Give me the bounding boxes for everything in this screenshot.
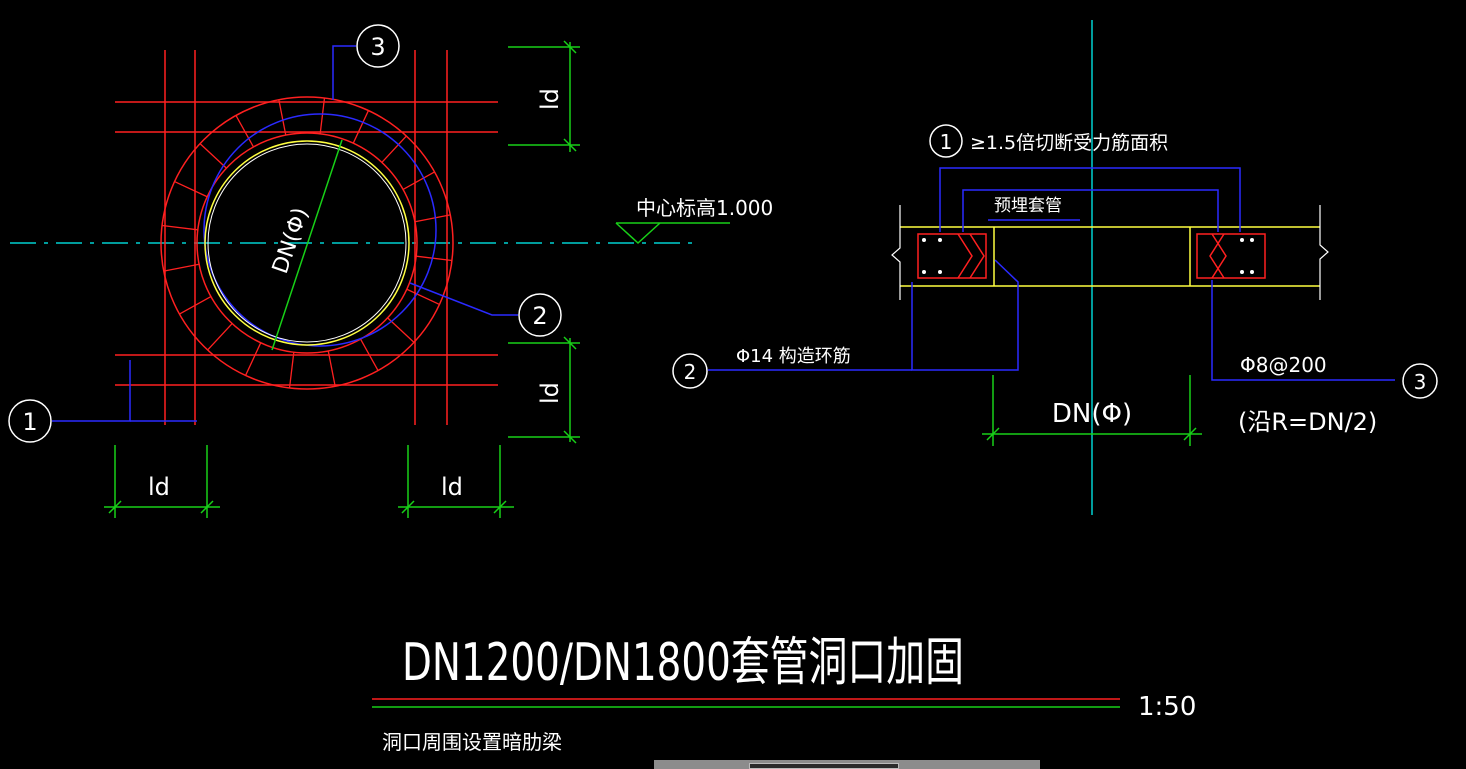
radial-stirrup <box>163 263 200 272</box>
hidden-beam-left <box>917 233 987 279</box>
radial-stirrup <box>352 110 370 144</box>
svg-text:3: 3 <box>1414 370 1427 394</box>
callout-1-left: 1 <box>8 399 52 443</box>
elevation-marker <box>615 222 730 245</box>
rebar-dot <box>922 270 926 274</box>
left-plan-view: DN(Φ) ld ld ld ld <box>8 24 773 518</box>
radial-stirrup <box>416 255 453 262</box>
dimension-lines <box>104 40 580 518</box>
radial-stirrup <box>199 143 227 169</box>
svg-text:2: 2 <box>684 360 697 384</box>
rebar-dot <box>938 270 942 274</box>
inner-ring-rebar <box>196 132 418 354</box>
sleeve-outline <box>203 113 437 347</box>
radial-stirrup <box>161 224 198 231</box>
radial-stirrup <box>244 342 262 376</box>
note-ring-rebar: Φ14 构造环筋 <box>736 346 851 367</box>
right-section-view: DN(Φ) 1 ≥1.5倍切断受力筋面积 预埋套管 2 Φ14 构造环筋 3 Φ… <box>672 20 1438 515</box>
rebar-dot <box>1250 238 1254 242</box>
radial-stirrup <box>235 115 255 148</box>
dim-ld-top: ld <box>536 88 564 110</box>
callout-3-right: 3 <box>1402 363 1438 399</box>
rebar-dot <box>1240 270 1244 274</box>
dim-ld-bottom-right: ld <box>536 382 564 404</box>
title-block: DN1200/DN1800套管洞口加固 1:50 洞口周围设置暗肋梁 <box>372 633 1196 754</box>
callout-1-right: 1 <box>929 124 963 158</box>
beam-rebar-dots <box>922 238 1254 274</box>
radial-stirrup <box>402 171 435 191</box>
dn-dimension <box>982 375 1202 446</box>
svg-text:1: 1 <box>22 408 37 436</box>
radial-stirrup <box>406 288 440 306</box>
drawing-subtitle: 洞口周围设置暗肋梁 <box>382 730 562 754</box>
radial-stirrup <box>207 323 233 351</box>
rebar-grid <box>115 50 498 425</box>
pipe-diameter-label: DN(Φ) <box>268 205 314 277</box>
svg-text:3: 3 <box>370 33 385 61</box>
radial-stirrup <box>278 99 287 136</box>
dn-dimension-label: DN(Φ) <box>1052 399 1132 429</box>
callout-2-right: 2 <box>672 353 708 389</box>
callout-2-left: 2 <box>518 293 562 337</box>
rebar-dot <box>938 238 942 242</box>
rebar-dot <box>1240 238 1244 242</box>
svg-text:1: 1 <box>940 130 953 154</box>
radial-stirrup <box>174 180 208 198</box>
scroll-thumb[interactable] <box>749 763 899 769</box>
scroll-bar[interactable] <box>654 760 1040 769</box>
note-embedded-sleeve: 预埋套管 <box>994 196 1062 216</box>
radial-stirrup <box>179 295 212 315</box>
dim-ld-bottom-mid: ld <box>441 473 463 501</box>
callout-3-left: 3 <box>356 24 400 68</box>
drawing-title: DN1200/DN1800套管洞口加固 <box>402 633 964 693</box>
hidden-beam-right <box>1196 233 1266 279</box>
leader-lines <box>52 45 518 422</box>
rebar-dot <box>1250 270 1254 274</box>
diameter-line <box>271 139 343 351</box>
drawing-scale: 1:50 <box>1138 692 1196 722</box>
note-rebar-area: ≥1.5倍切断受力筋面积 <box>970 132 1168 154</box>
radial-stirrup <box>288 352 295 389</box>
dim-ld-bottom-left: ld <box>148 473 170 501</box>
note-stirrup: Φ8@200 <box>1240 353 1327 377</box>
outer-ring-rebar <box>160 96 454 390</box>
radial-stirrup <box>414 214 451 223</box>
elevation-label: 中心标高1.000 <box>636 196 773 220</box>
radial-stirrup <box>359 338 379 371</box>
rebar-dot <box>922 238 926 242</box>
radial-stirrups <box>161 97 453 389</box>
note-stirrup-radius: (沿R=DN/2) <box>1238 408 1377 436</box>
radial-stirrup <box>327 350 336 387</box>
reinforcement-lines <box>708 167 1395 381</box>
svg-text:2: 2 <box>532 302 547 330</box>
radial-stirrup <box>319 97 326 134</box>
radial-stirrup <box>381 135 407 163</box>
pipe-circle <box>204 140 410 346</box>
radial-stirrup <box>387 317 415 343</box>
